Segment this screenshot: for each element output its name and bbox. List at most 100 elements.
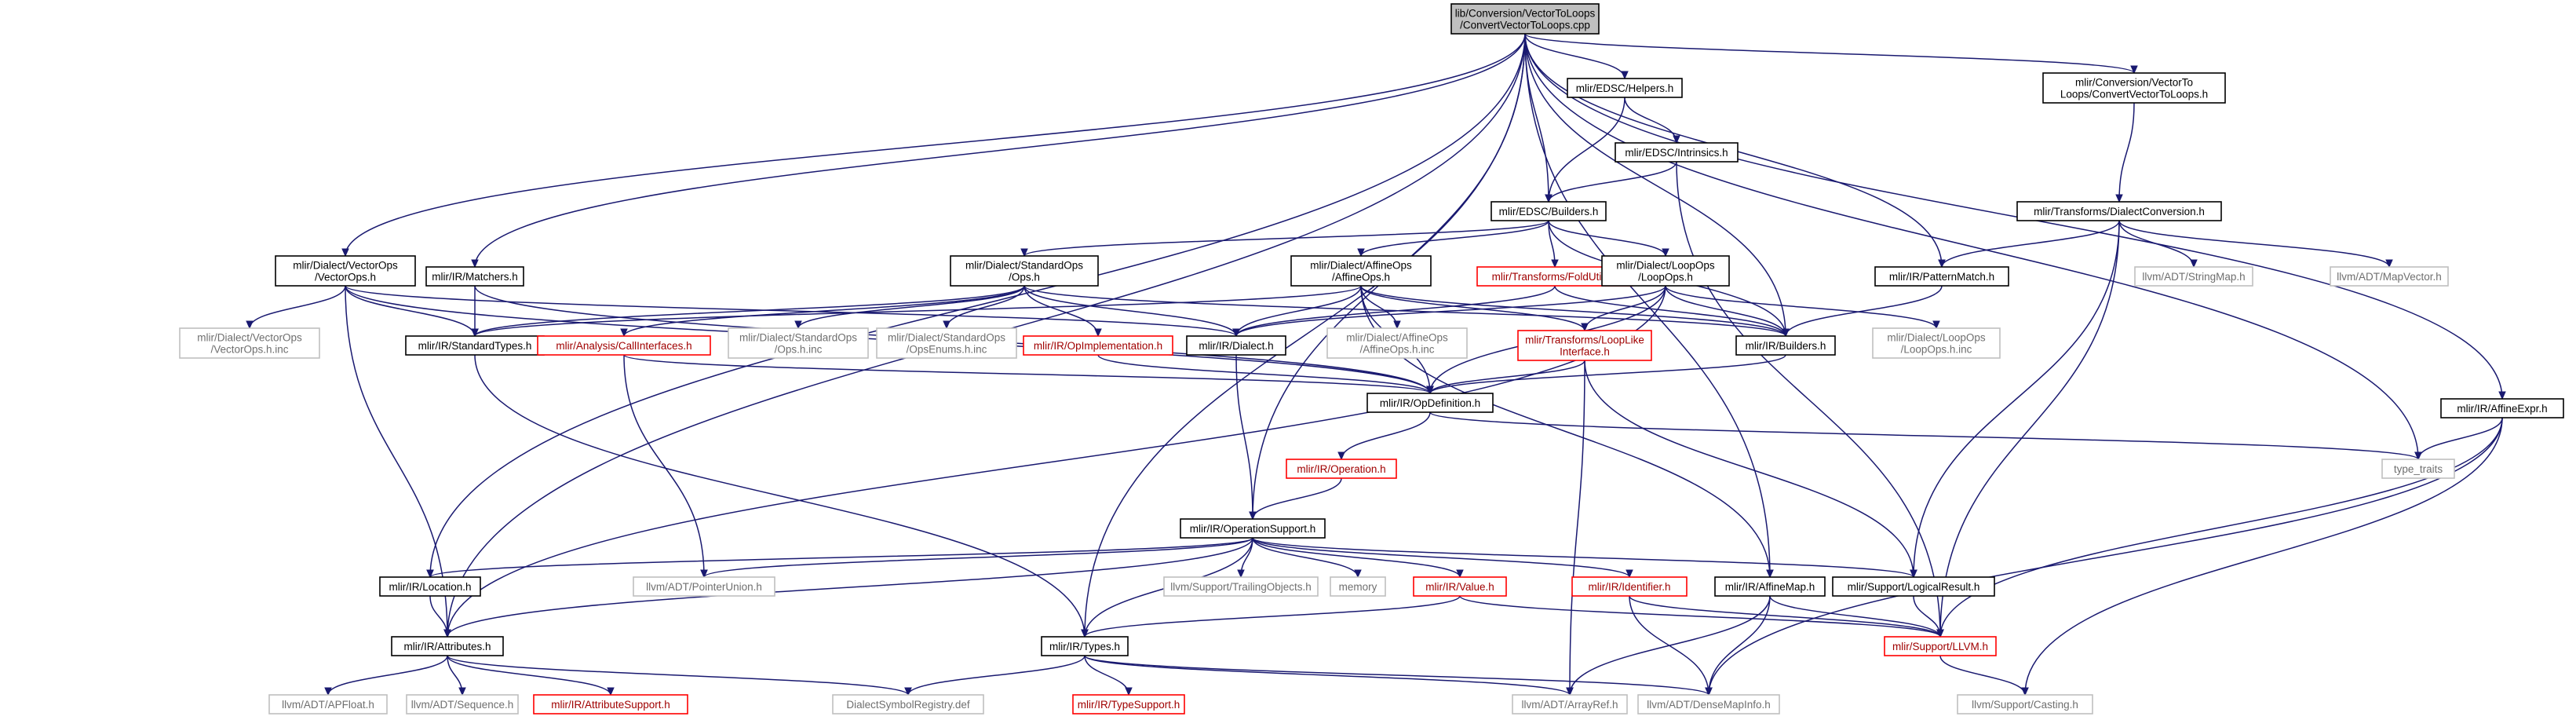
node-mlir-dialect-standardops-ops-h[interactable]: mlir/Dialect/StandardOps/Ops.h: [950, 255, 1099, 287]
node-box: [1601, 255, 1730, 287]
node-mlir-dialect-vectorops-vectorops-h-inc: mlir/Dialect/VectorOps/VectorOps.h.inc: [179, 327, 320, 359]
node-mlir-ir-identifier-h[interactable]: mlir/IR/Identifier.h: [1571, 576, 1688, 597]
node-box: [1450, 3, 1600, 35]
edge-value_h-to-support_llvm: [1459, 595, 1941, 638]
node-label: DialectSymbolRegistry.def: [846, 699, 970, 711]
edge-vectorops_h-to-vectorops_inc: [249, 285, 346, 329]
node-mlir-support-logicalresult-h[interactable]: mlir/Support/LogicalResult.h: [1832, 576, 1995, 597]
edge-arrowhead: [1551, 259, 1559, 269]
node-label: llvm/ADT/APFloat.h: [282, 699, 374, 711]
node-box: [1714, 576, 1826, 597]
edge-arrowhead: [1766, 569, 1774, 579]
edge-dialect_conv-to-stringmap: [2118, 220, 2195, 268]
node-label: mlir/Transforms/LoopLike: [1525, 334, 1644, 346]
edge-affineops_h-to-standardtypes: [474, 285, 1362, 337]
node-label: /AffineOps.h: [1332, 272, 1390, 283]
node-mlir-analysis-callinterfaces-h[interactable]: mlir/Analysis/CallInterfaces.h: [537, 335, 711, 356]
node-mlir-ir-opdefinition-h[interactable]: mlir/IR/OpDefinition.h: [1366, 393, 1494, 413]
node-label: mlir/IR/Dialect.h: [1199, 340, 1273, 352]
edge-root-to-ir_builders: [1524, 33, 1786, 337]
node-mlir-dialect-vectorops-vectorops-h[interactable]: mlir/Dialect/VectorOps/VectorOps.h: [275, 255, 416, 287]
node-mlir-edsc-intrinsics-h[interactable]: mlir/EDSC/Intrinsics.h: [1615, 142, 1739, 163]
node-mlir-ir-builders-h[interactable]: mlir/IR/Builders.h: [1735, 335, 1836, 356]
node-label: llvm/ADT/DenseMapInfo.h: [1647, 699, 1771, 711]
node-mlir-ir-affineexpr-h[interactable]: mlir/IR/AffineExpr.h: [2440, 398, 2564, 418]
edge-vectorops_h-to-standardtypes: [345, 285, 476, 337]
node-mlir-transforms-dialectconversion-h[interactable]: mlir/Transforms/DialectConversion.h: [2016, 201, 2222, 221]
edge-edsc_helpers-to-edsc_builders: [1548, 97, 1626, 203]
edge-arrowhead: [1081, 629, 1089, 638]
node-llvm-support-casting-h: llvm/Support/Casting.h: [1957, 694, 2093, 715]
node-mlir-dialect-loopops-loopops-h[interactable]: mlir/Dialect/LoopOps/LoopOps.h: [1601, 255, 1730, 287]
node-memory: memory: [1330, 576, 1386, 597]
edge-attributes-to-dialectsymreg: [447, 655, 909, 696]
node-mlir-ir-affinemap-h[interactable]: mlir/IR/AffineMap.h: [1714, 576, 1826, 597]
node-mlir-ir-operationsupport-h[interactable]: mlir/IR/OperationSupport.h: [1180, 518, 1326, 539]
edge-standardtypes-to-types_h: [474, 354, 1085, 638]
edge-dialect_conv-to-mapvector: [2118, 220, 2390, 268]
node-box: [179, 327, 320, 359]
node-mlir-support-llvm-h[interactable]: mlir/Support/LLVM.h: [1884, 636, 1997, 656]
node-label: /VectorOps.h.inc: [210, 344, 288, 356]
edge-edsc_builders-to-affineops_h: [1360, 220, 1549, 257]
edge-affineops_h-to-looplike: [1360, 285, 1585, 331]
edge-arrowhead: [1456, 569, 1464, 579]
node-box: [1615, 142, 1739, 163]
node-mlir-ir-patternmatch-h[interactable]: mlir/IR/PatternMatch.h: [1874, 266, 2009, 287]
node-label: mlir/Analysis/CallInterfaces.h: [556, 340, 691, 352]
node-mlir-dialect-affineops-affineops-h-inc: mlir/Dialect/AffineOps/AffineOps.h.inc: [1326, 327, 1468, 359]
node-label: mlir/IR/Builders.h: [1746, 340, 1826, 352]
edge-identifier-to-support_llvm: [1629, 595, 1941, 638]
node-mlir-ir-typesupport-h[interactable]: mlir/IR/TypeSupport.h: [1072, 694, 1185, 715]
edge-vectorops_h-to-dialect_h: [345, 285, 1237, 337]
node-label: mlir/Transforms/DialectConversion.h: [2034, 206, 2205, 217]
edge-arrowhead: [1936, 629, 1944, 638]
node-mlir-ir-value-h[interactable]: mlir/IR/Value.h: [1413, 576, 1507, 597]
node-label: /Ops.h.inc: [775, 344, 823, 356]
node-mlir-ir-attributesupport-h[interactable]: mlir/IR/AttributeSupport.h: [533, 694, 688, 715]
node-mlir-edsc-builders-h[interactable]: mlir/EDSC/Builders.h: [1491, 201, 1607, 221]
node-mlir-ir-operation-h[interactable]: mlir/IR/Operation.h: [1286, 459, 1397, 479]
edge-arrowhead: [620, 328, 628, 338]
edge-attributes-to-attrsupport: [447, 655, 611, 696]
edge-affineops_h-to-dialect_h: [1235, 285, 1362, 337]
node-mlir-conversion-vectortoloops-convertvectortoloops-h[interactable]: mlir/Conversion/VectorToLoops/ConvertVec…: [2042, 72, 2226, 104]
node-mlir-ir-dialect-h[interactable]: mlir/IR/Dialect.h: [1186, 335, 1286, 356]
node-box: [1413, 576, 1507, 597]
edge-loopops_h-to-ir_builders: [1665, 285, 1786, 337]
edge-arrowhead: [1621, 71, 1629, 80]
node-mlir-ir-standardtypes-h[interactable]: mlir/IR/StandardTypes.h: [405, 335, 545, 356]
edge-types_h-to-densemapinfo: [1084, 655, 1709, 696]
edge-edsc_builders-to-stdops_h: [1023, 220, 1549, 257]
node-mlir-dialect-affineops-affineops-h[interactable]: mlir/Dialect/AffineOps/AffineOps.h: [1290, 255, 1432, 287]
edge-opsupport-to-identifier: [1252, 537, 1630, 578]
node-label: llvm/ADT/MapVector.h: [2337, 271, 2442, 283]
edge-vectorops_h-to-attributes: [345, 285, 448, 638]
edge-root-to-types_h: [1084, 33, 1526, 638]
edge-arrowhead: [1232, 328, 1240, 338]
edge-foldutils-to-ir_builders: [1554, 285, 1786, 337]
edge-arrowhead: [2190, 259, 2198, 269]
node-mlir-ir-attributes-h[interactable]: mlir/IR/Attributes.h: [391, 636, 504, 656]
edge-looplike-to-logicalresult: [1584, 360, 1914, 578]
node-label: /VectorOps.h: [315, 272, 376, 283]
node-mlir-edsc-helpers-h[interactable]: mlir/EDSC/Helpers.h: [1567, 78, 1683, 98]
node-box: [275, 255, 416, 287]
node-mlir-ir-matchers-h[interactable]: mlir/IR/Matchers.h: [425, 266, 524, 287]
edge-callinterfaces-to-opdefinition: [623, 354, 1431, 394]
node-mlir-ir-types-h[interactable]: mlir/IR/Types.h: [1041, 636, 1129, 656]
node-label: mlir/Dialect/AffineOps: [1346, 332, 1448, 344]
node-label: mlir/EDSC/Intrinsics.h: [1625, 147, 1728, 159]
edge-arrowhead: [794, 320, 802, 330]
edge-arrowhead: [904, 687, 912, 696]
edge-arrowhead: [943, 320, 950, 330]
node-mlir-ir-opimplementation-h[interactable]: mlir/IR/OpImplementation.h: [1023, 335, 1173, 356]
node-label: llvm/ADT/StringMap.h: [2142, 271, 2245, 283]
node-mlir-ir-location-h[interactable]: mlir/IR/Location.h: [379, 576, 481, 597]
node-label: mlir/EDSC/Helpers.h: [1576, 82, 1674, 94]
node-lib-conversion-vectortoloops-convertvectortoloops-cpp[interactable]: lib/Conversion/VectorToLoops/ConvertVect…: [1450, 3, 1600, 35]
edge-arrowhead: [1782, 328, 1790, 338]
edge-stdops_h-to-callinterfaces: [623, 285, 1025, 337]
edge-arrowhead: [1910, 569, 1917, 579]
